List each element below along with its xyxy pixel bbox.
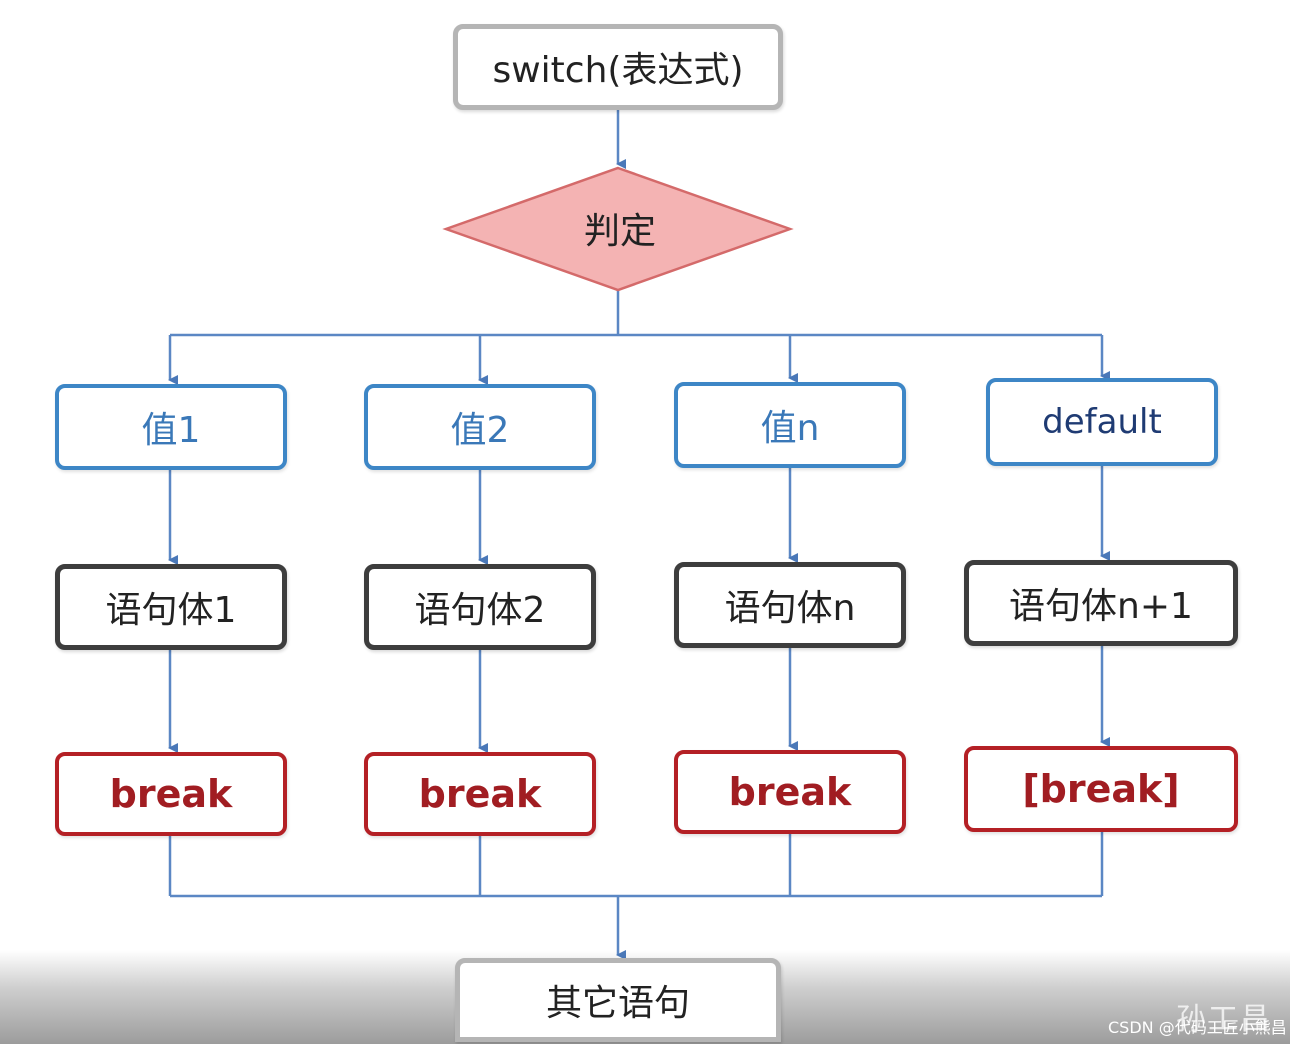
end-box: 其它语句 xyxy=(455,958,781,1042)
case-value-n: 值n xyxy=(674,382,906,468)
case-body-label: 语句体n+1 xyxy=(1009,586,1193,627)
start-box: switch(表达式) xyxy=(453,24,783,110)
case-value-default: default xyxy=(986,378,1218,466)
end-label: 其它语句 xyxy=(545,983,690,1024)
case-body-2: 语句体2 xyxy=(364,564,596,650)
case-body-n: 语句体n xyxy=(674,562,906,648)
watermark-name: 孙工昌 xyxy=(1176,1002,1272,1037)
case-body-default: 语句体n+1 xyxy=(964,560,1238,646)
decision-label: 判定 xyxy=(583,211,656,252)
case-break-label: break xyxy=(728,770,852,814)
watermark-source: CSDN @代码工匠小熊昌 xyxy=(1108,1018,1287,1037)
case-break-label: break xyxy=(418,772,542,816)
decision-diamond xyxy=(442,166,794,292)
case-break-2: break xyxy=(364,752,596,836)
case-value-1: 值1 xyxy=(55,384,287,470)
case-break-1: break xyxy=(55,752,287,836)
case-break-label: [break] xyxy=(1022,767,1180,811)
case-value-label: 值n xyxy=(760,408,820,449)
case-value-label: default xyxy=(1042,402,1162,442)
case-value-label: 值2 xyxy=(450,410,510,451)
case-break-n: break xyxy=(674,750,906,834)
case-break-default: [break] xyxy=(964,746,1238,832)
start-label: switch(表达式) xyxy=(492,50,744,91)
case-value-2: 值2 xyxy=(364,384,596,470)
case-body-label: 语句体1 xyxy=(105,590,237,631)
case-body-1: 语句体1 xyxy=(55,564,287,650)
case-value-label: 值1 xyxy=(141,410,201,451)
case-body-label: 语句体2 xyxy=(414,590,546,631)
case-break-label: break xyxy=(109,772,233,816)
case-body-label: 语句体n xyxy=(724,588,856,629)
